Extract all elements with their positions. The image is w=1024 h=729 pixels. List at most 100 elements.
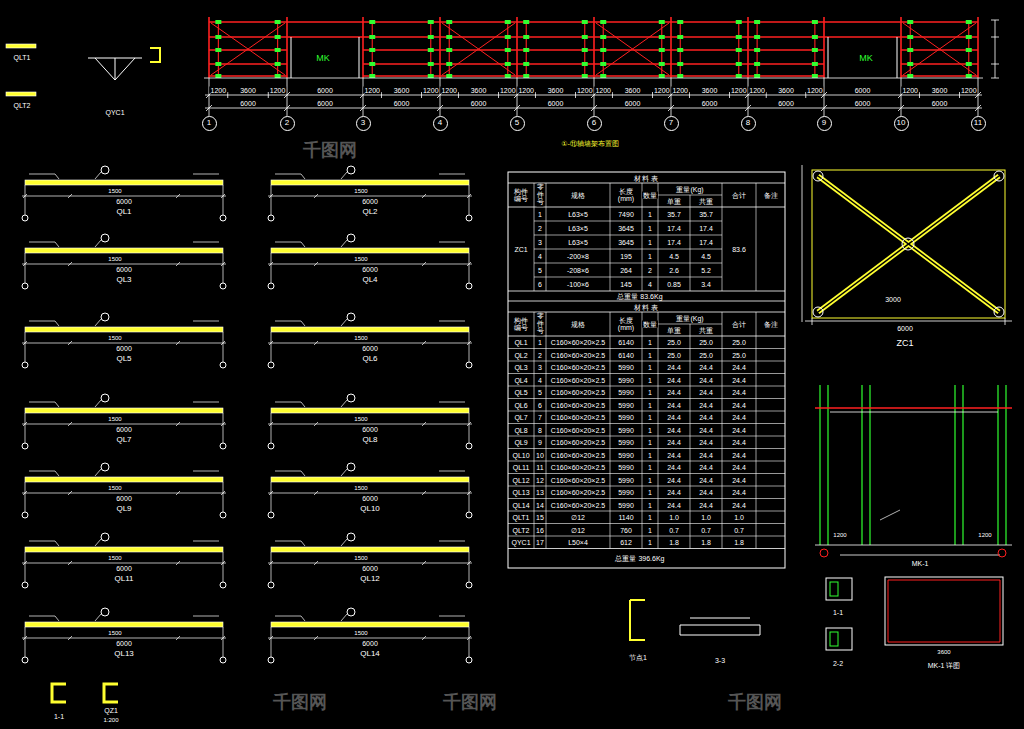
leader-line: [341, 614, 347, 621]
leader-line: [275, 242, 301, 243]
table-cell: 4.5: [668, 253, 680, 260]
axis-bubble: 1: [202, 116, 217, 131]
connection-mark: [215, 62, 221, 66]
table-cell: 7: [537, 414, 543, 421]
axis-bubble: 9: [817, 116, 832, 131]
table-cell: 0.7: [668, 526, 680, 533]
dimension-text: 3600: [931, 87, 949, 94]
axis-bubble: [466, 215, 472, 221]
section-member: [830, 632, 838, 646]
table-header: 长度 (mm): [611, 317, 641, 331]
axis-line: [223, 552, 224, 582]
door-column: [861, 385, 862, 545]
dimension-tick: [467, 491, 471, 495]
connection-mark: [428, 74, 434, 78]
table-header: 规格: [570, 321, 586, 328]
table-cell: 24.4: [698, 451, 714, 458]
dimension-tick: [314, 636, 318, 640]
leader-line: [275, 616, 301, 617]
connection-mark: [600, 74, 606, 78]
axis-bubble: [220, 657, 226, 663]
leader-line: [95, 400, 101, 407]
leader-line: [55, 242, 59, 247]
table-cell: 2: [537, 351, 543, 358]
dimension-line: [268, 196, 472, 197]
axis-line: [25, 552, 26, 582]
table-cell: C160×60×20×2.5: [550, 364, 606, 371]
table-header: 共重: [698, 198, 714, 205]
table-rule: [722, 183, 723, 207]
axis-number: 8: [746, 119, 750, 127]
purlin-beam: [25, 408, 223, 413]
connection-mark: [505, 62, 511, 66]
table-cell: 1: [647, 401, 653, 408]
leader-line: [193, 541, 219, 542]
leader-line: [95, 469, 101, 476]
table-cell: 24.4: [666, 401, 682, 408]
leader-line: [55, 321, 59, 326]
bracing-member: [818, 176, 999, 312]
column: [208, 17, 210, 78]
dimension-tick: [422, 194, 426, 198]
table-cell: 24.4: [666, 364, 682, 371]
callout-circle: [347, 394, 355, 402]
table-cell: 13: [535, 489, 545, 496]
part-name: QLT1: [13, 54, 32, 61]
axis-bubble: [268, 657, 274, 663]
table-rule: [508, 291, 785, 292]
table-cell: 17.4: [666, 225, 682, 232]
table-cell: 1.0: [668, 514, 680, 521]
connection-mark: [754, 74, 760, 78]
table-cell: 5990: [617, 414, 635, 421]
table-cell: 1: [647, 414, 653, 421]
table-cell: 24.4: [666, 414, 682, 421]
leader-line: [301, 541, 305, 546]
table-header: 规格: [570, 192, 586, 199]
table-rule: [534, 221, 722, 222]
leader-line: [193, 321, 219, 322]
dimension-text: 1500: [353, 630, 368, 636]
table-cell: 35.7: [698, 211, 714, 218]
dimension-tick: [68, 194, 72, 198]
dimension-tick: [176, 491, 180, 495]
dimension-tick: [689, 92, 690, 98]
table-cell: 5990: [617, 501, 635, 508]
table-cell: 0.7: [733, 526, 745, 533]
table-cell: 3645: [617, 239, 635, 246]
axis-number: 4: [438, 119, 442, 127]
ground-line: [204, 78, 983, 79]
axis-bubble: [220, 362, 226, 368]
table-cell: 24.4: [731, 389, 747, 396]
rod-detail: [6, 44, 36, 48]
dimension-tick: [269, 194, 273, 198]
dimension-tick: [23, 262, 27, 266]
door-head: [824, 36, 901, 37]
axis-line: [469, 185, 470, 215]
table-rule: [508, 461, 785, 462]
table-cell: 24.4: [666, 464, 682, 471]
dimension-text: 1500: [353, 188, 368, 194]
axis-bubble: [466, 362, 472, 368]
table-cell: ZC1: [513, 246, 528, 253]
connection-mark: [523, 20, 529, 24]
dimension-line: [268, 563, 472, 564]
table-total: 总重量 396.6Kg: [614, 555, 665, 562]
detail-title: 节点1: [628, 654, 648, 661]
dimension-text: 6000: [361, 495, 379, 502]
leader-line: [301, 242, 305, 247]
table-header: 数量: [642, 321, 658, 328]
axis-line: [517, 78, 518, 116]
table-cell: 5990: [617, 464, 635, 471]
part-name: QL1: [115, 208, 132, 216]
table-cell: 24.4: [731, 476, 747, 483]
connection-mark: [215, 35, 221, 39]
connection-mark: [754, 20, 760, 24]
table-rule: [508, 448, 785, 449]
connection-mark: [812, 62, 818, 66]
table-cell: QL3: [513, 364, 528, 371]
callout-circle: [101, 394, 109, 402]
bracing: [442, 23, 515, 75]
leader-line: [275, 402, 301, 403]
axis-bubble: [820, 549, 828, 557]
